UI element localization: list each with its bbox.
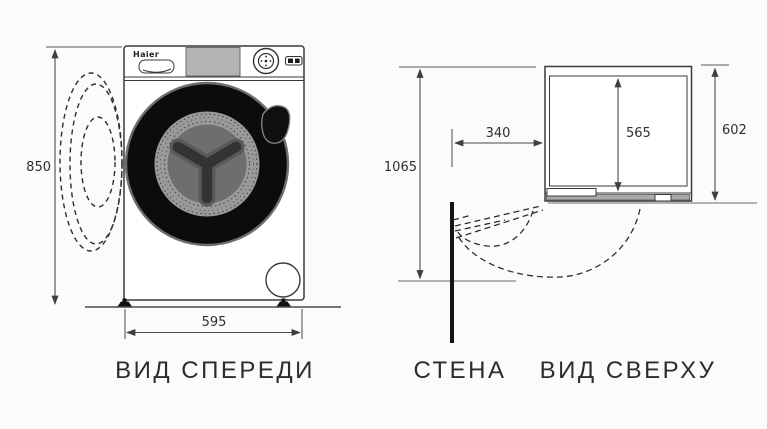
front-view: Haier <box>26 45 341 384</box>
machine-front-body: Haier <box>85 45 341 308</box>
width-dimension-label: 595 <box>202 315 227 330</box>
body-depth-dimension-label: 565 <box>626 126 651 141</box>
left-foot-stem <box>122 298 127 303</box>
height-dimension-label: 850 <box>26 160 51 175</box>
height-dimension: 850 <box>26 46 122 305</box>
drum-perforation-row <box>156 113 258 215</box>
door-swing-dimension: 340 <box>451 126 543 167</box>
front-view-title: ВИД СПЕРЕДИ <box>115 357 315 384</box>
paddle-core <box>172 141 242 204</box>
door-swing-outer-ellipse <box>59 72 123 252</box>
door-swing-top-indicator <box>452 205 641 278</box>
width-dimension: 595 <box>124 309 303 339</box>
drum-paddles <box>169 138 245 207</box>
front-left-step <box>546 188 597 197</box>
right-foot-stem <box>281 298 286 303</box>
knob-tick <box>265 55 267 58</box>
display-segment <box>295 58 300 63</box>
front-door-strip <box>546 194 690 201</box>
door-hinge-block <box>654 194 672 202</box>
door-swing-front-indicator <box>59 72 123 252</box>
program-knob <box>252 47 280 75</box>
door-swing-window-ellipse <box>80 116 116 208</box>
knob-tick <box>269 60 272 62</box>
left-foot <box>117 301 132 307</box>
knob-center-dot <box>264 59 268 63</box>
open-door-edge-3 <box>452 214 473 221</box>
display-indicator <box>284 55 303 66</box>
body-depth-dimension: 565 <box>614 78 651 192</box>
knob-tick <box>260 60 263 62</box>
control-display-panel <box>185 47 241 77</box>
top-view-title: ВИД СВЕРХУ <box>540 357 717 384</box>
door-swing-dimension-label: 340 <box>486 126 511 141</box>
right-foot <box>276 301 291 307</box>
open-door-edge-4 <box>454 219 506 232</box>
knob-tick <box>265 64 267 67</box>
door-porthole <box>124 81 291 247</box>
machine-feet <box>117 298 291 307</box>
wall-label: СТЕНА <box>413 357 506 384</box>
brand-logo: Haier <box>133 50 159 59</box>
display-segment <box>288 58 293 63</box>
open-door-edge-1 <box>454 205 542 227</box>
detergent-drawer-handle <box>142 68 172 73</box>
detergent-drawer-outline <box>138 59 175 74</box>
door-swing-big-arc <box>457 208 641 278</box>
door-swing-mid-ellipse <box>69 83 123 245</box>
top-view: 1065 340 565 602 <box>384 64 757 384</box>
drum-perforation-row <box>160 117 254 211</box>
open-door-edge-2 <box>455 209 544 239</box>
detergent-drawer <box>138 59 175 74</box>
door-glass-reflection <box>261 104 291 144</box>
clearance-dimension-label: 1065 <box>384 160 417 175</box>
total-depth-dimension: 602 <box>548 64 757 204</box>
pump-filter-cover <box>265 262 301 298</box>
total-depth-dimension-label: 602 <box>722 123 747 138</box>
clearance-dimension: 1065 <box>384 66 536 282</box>
